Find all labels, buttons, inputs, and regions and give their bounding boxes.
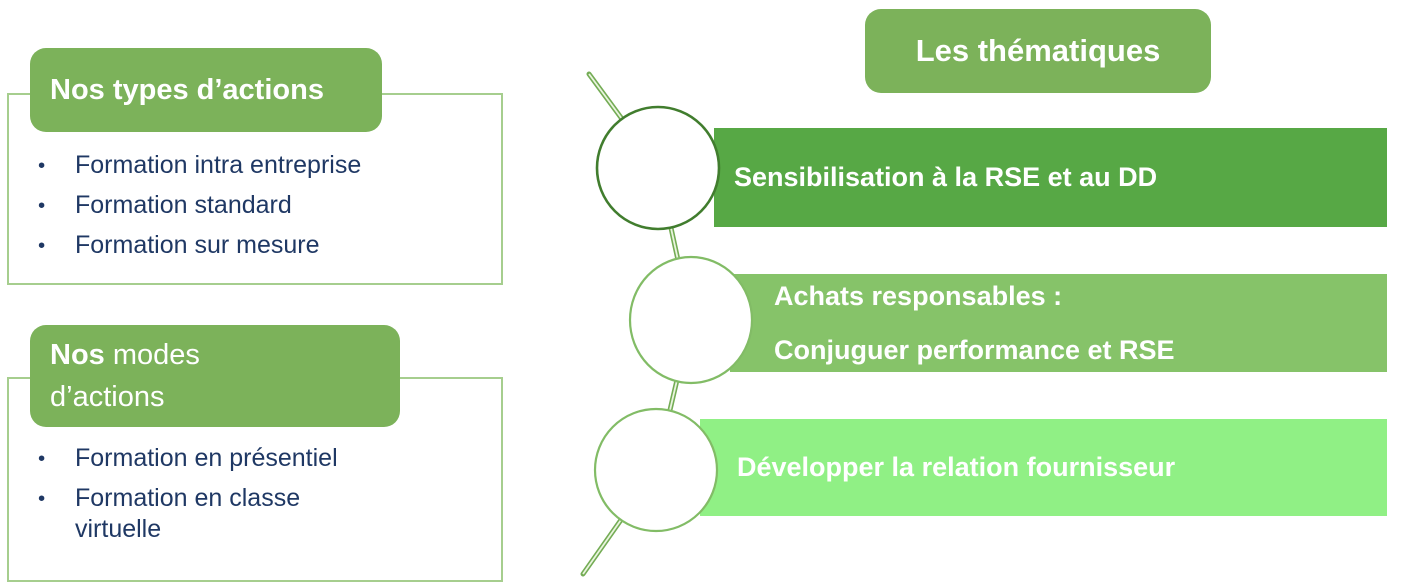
modes-list: Formation en présentiel Formation en cla…: [38, 443, 368, 554]
types-box-title: Nos types d’actions: [50, 73, 324, 106]
theme-bar-fournisseur: Développer la relation fournisseur: [700, 419, 1387, 516]
milestone-circle-3: [593, 407, 719, 533]
modes-box-title-line2: d’actions: [50, 381, 165, 413]
types-list: Formation intra entreprise Formation sta…: [38, 150, 498, 270]
list-item: Formation sur mesure: [38, 230, 498, 261]
theme-bar-label-line2: Conjuguer performance et RSE: [774, 334, 1175, 365]
types-box-header: Nos types d’actions: [30, 48, 382, 132]
thematiques-header: Les thématiques: [865, 9, 1211, 93]
modes-box-header: Nos modes d’actions: [30, 325, 400, 427]
connector-line-highlight: [582, 73, 692, 575]
theme-bar-label-line1: Achats responsables :: [774, 280, 1063, 311]
theme-bar-sensibilisation: Sensibilisation à la RSE et au DD: [714, 128, 1387, 227]
theme-bar-achats: Achats responsables : Conjuguer performa…: [730, 274, 1387, 372]
connector-line: [580, 71, 694, 577]
list-item: Formation en présentiel: [38, 443, 368, 474]
theme-bar-label: Développer la relation fournisseur: [737, 452, 1176, 482]
list-item: Formation standard: [38, 190, 498, 221]
theme-bar-label: Sensibilisation à la RSE et au DD: [734, 162, 1158, 192]
modes-box-title-line1: Nos modes: [50, 339, 200, 371]
milestone-circle-1: [595, 105, 721, 231]
list-item: Formation en classe virtuelle: [38, 483, 368, 545]
thematiques-title: Les thématiques: [915, 33, 1161, 68]
list-item: Formation intra entreprise: [38, 150, 498, 181]
